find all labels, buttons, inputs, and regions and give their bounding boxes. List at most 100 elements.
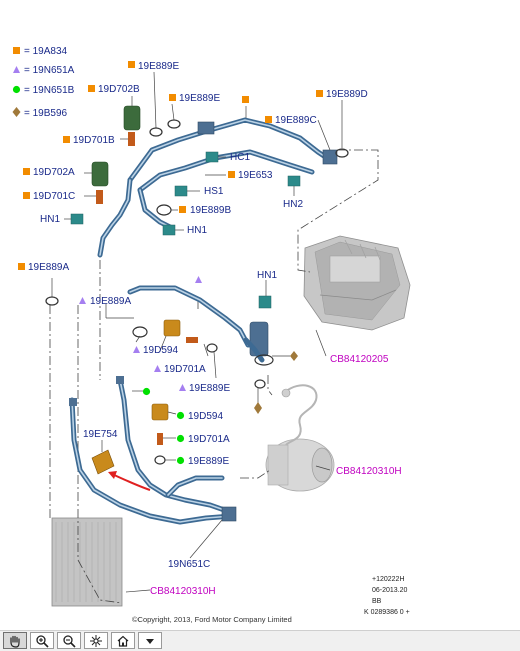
cylinder-19D702A [91,161,109,187]
condenser [51,517,123,607]
markers [18,61,323,465]
lower-pipe [69,376,237,525]
fittings [45,105,349,491]
label-19E889B: 19E889B [190,205,231,216]
cap-HN1-mid [162,224,176,236]
menu-dropdown-button[interactable] [138,632,162,649]
label-19E889E-b: 19E889E [179,93,220,104]
label-HN1-left: HN1 [40,214,60,225]
marker-triangle-icon [133,346,140,353]
marker-diamond-icon [290,351,298,361]
label-19E653: 19E653 [238,170,273,181]
marker-square-icon [316,90,323,97]
marker-square-icon [265,116,272,123]
marker-square-icon [23,168,30,175]
label-19D594-dot: 19D594 [188,411,223,422]
label-19E889A-left: 19E889A [28,262,69,273]
label-19E889A-tri: 19E889A [90,296,131,307]
label-19E889E-dot: 19E889E [188,456,229,467]
marker-square-icon [18,263,25,270]
ref-evaporator: CB84120205 [330,354,389,365]
marker-triangle-icon [154,365,161,372]
label-HC1: HC1 [230,152,250,163]
marker-square-icon [228,171,235,178]
label-19E889E-top: 19E889E [138,61,179,72]
viewer-toolbar [0,630,520,651]
ref-compressor: CB84120310H [336,466,402,477]
marker-circle-icon [176,434,185,443]
cap-HN1-left [70,213,84,225]
cap-HC1 [205,151,219,163]
marker-square-icon [179,206,186,213]
label-19D702A: 19D702A [33,167,75,178]
parts-diagram: = 19A834 = 19N651A = 19N651B = 19B596 [12,46,411,624]
marker-diamond-icon [254,402,262,414]
label-19N651C: 19N651C [168,559,210,570]
zoom-out-icon [63,634,76,648]
label-19D594-tri: 19D594 [143,345,178,356]
marker-square-icon [88,85,95,92]
marker-square-icon [23,192,30,199]
evaporator-assembly [303,235,411,331]
label-HN1-mid: HN1 [187,225,207,236]
label-19D701B: 19D701B [73,135,115,146]
middle-pipe [127,285,269,363]
marker-triangle-icon [195,276,202,283]
label-19E889D: 19E889D [326,89,368,100]
legend-label: = 19B596 [24,108,68,119]
legend: = 19A834 = 19N651A = 19N651B = 19B596 [12,46,75,119]
marker-square-icon [169,94,176,101]
hand-pan-icon [10,635,20,648]
label-HS1: HS1 [204,186,224,197]
meta-line: 06-2013.20 [372,587,408,594]
label-19E889C: 19E889C [275,115,317,126]
pan-button[interactable] [3,632,27,649]
reference-lines [49,149,379,604]
legend-label: = 19N651B [24,85,75,96]
leader-lines [51,71,343,593]
legend-label: = 19N651A [24,65,75,76]
marker-square-icon [242,96,249,103]
sensor-19D594-lower [151,403,169,421]
label-HN2: HN2 [283,199,303,210]
label-19D702B: 19D702B [98,84,140,95]
legend-label: = 19A834 [24,46,68,57]
zoom-in-button[interactable] [30,632,54,649]
valve-19D701A-lower [157,433,163,445]
zoom-out-button[interactable] [57,632,81,649]
meta-line: K 0289386 0 + [364,609,410,616]
fit-page-button[interactable] [84,632,108,649]
zoom-in-icon [36,634,49,648]
legend-square-icon [13,47,20,54]
drawing-metadata: +120222H 06-2013.20 BB K 0289386 0 + [364,576,410,616]
label-19D701A-dot: 19D701A [188,434,230,445]
marker-square-icon [63,136,70,143]
compressor-assembly [265,384,335,492]
cap-HN2 [287,175,301,187]
legend-diamond-icon [12,107,21,117]
label-HN1-right: HN1 [257,270,277,281]
dropdown-arrow-icon [146,638,154,644]
meta-line: +120222H [372,576,405,583]
valve-19D701B [128,132,135,146]
marker-square-icon [128,61,135,68]
cylinder-19D702B [123,105,141,131]
marker-circle-icon [176,411,185,420]
valve-19D701C [96,190,103,204]
sensor-19D594-upper [163,319,181,337]
marker-triangle-icon [179,384,186,391]
label-19E889E-tri: 19E889E [189,383,230,394]
part-19E754 [91,449,115,475]
legend-circle-icon [12,85,21,94]
valve-19D701A-upper [186,337,198,343]
home-button[interactable] [111,632,135,649]
legend-triangle-icon [13,66,20,73]
home-icon [117,635,129,647]
cap-HN1-right [258,295,272,309]
marker-circle-icon [176,456,185,465]
cap-HS1 [174,185,188,197]
ref-condenser: CB84120310H [150,586,216,597]
marker-circle-icon [142,387,151,396]
marker-triangle-icon [79,297,86,304]
fit-page-icon [90,634,102,647]
